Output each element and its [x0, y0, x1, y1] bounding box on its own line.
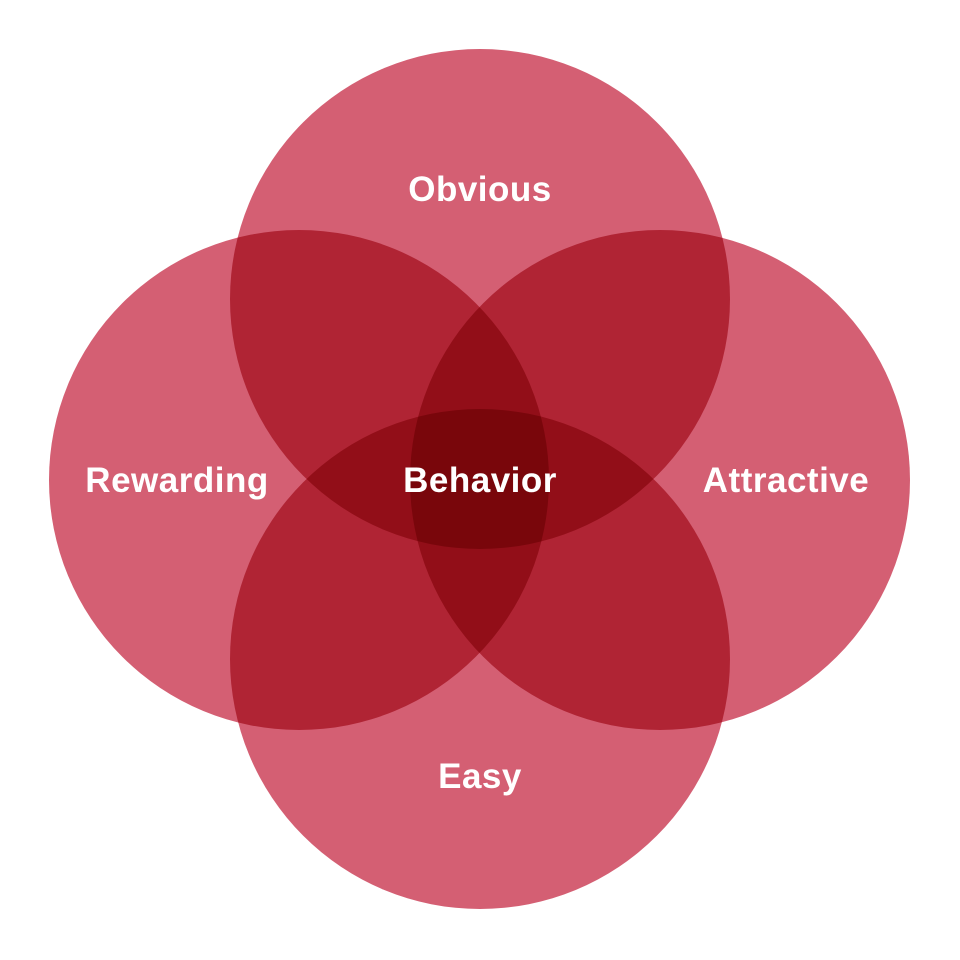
label-rewarding: Rewarding [85, 461, 269, 500]
label-easy: Easy [438, 757, 522, 796]
label-attractive: Attractive [702, 461, 870, 500]
circle-easy [230, 409, 730, 909]
label-behavior-center: Behavior [403, 461, 557, 500]
label-obvious: Obvious [408, 170, 552, 209]
